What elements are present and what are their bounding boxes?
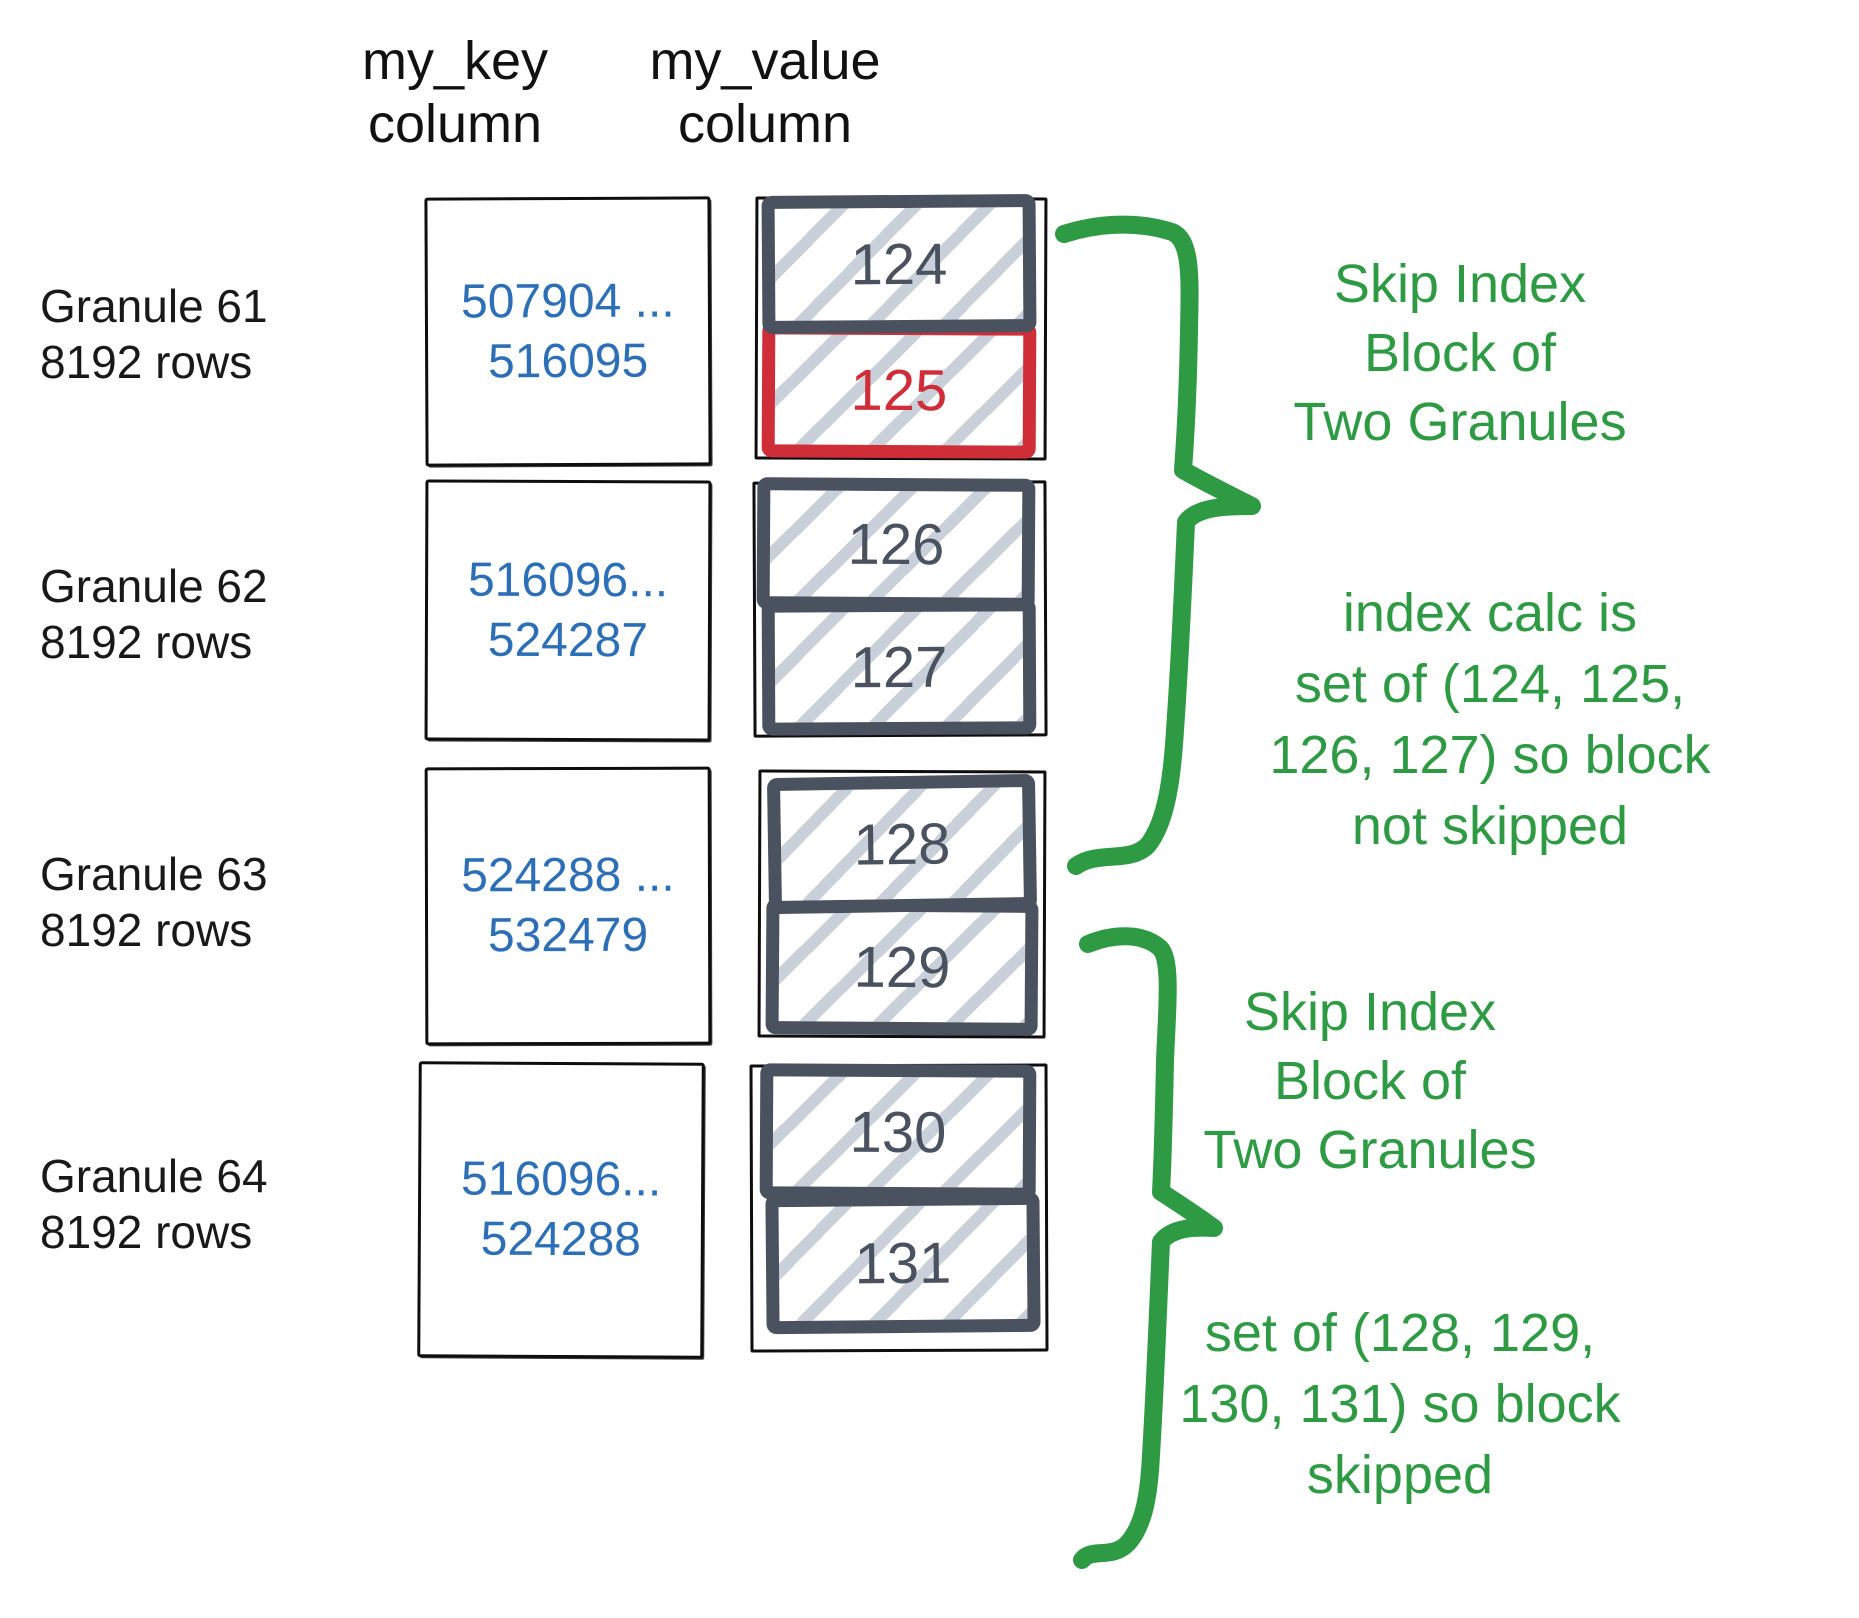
granule-64-key-range: 516096... 524288 <box>460 1152 662 1267</box>
granule-61-label: Granule 61 8192 rows <box>40 280 268 388</box>
granule-61-key-box: 507904 ... 516095 <box>424 196 712 467</box>
granule-63-label: Granule 63 8192 rows <box>40 848 268 956</box>
value-block-129: 129 <box>765 898 1039 1036</box>
value-block-127: 127 <box>761 598 1037 736</box>
value-block-129-label: 129 <box>853 934 951 1000</box>
granule-61-key-range: 507904 ... 516095 <box>460 274 675 388</box>
value-block-130-label: 130 <box>849 1099 947 1165</box>
annotation-not-skipped: index calc is set of (124, 125, 126, 127… <box>1269 583 1711 856</box>
granule-64-label: Granule 64 8192 rows <box>40 1150 268 1258</box>
granule-62-label: Granule 62 8192 rows <box>40 560 268 668</box>
value-block-125-label: 125 <box>850 357 948 423</box>
value-block-126: 126 <box>756 477 1036 611</box>
value-block-125-highlighted: 125 <box>761 321 1037 459</box>
granule-62-key-range: 516096... 524287 <box>467 553 669 667</box>
value-block-124-label: 124 <box>850 231 948 297</box>
value-block-131-label: 131 <box>854 1230 952 1296</box>
value-block-128: 128 <box>766 773 1038 915</box>
annotation-skipped: set of (128, 129, 130, 131) so block ski… <box>1179 1303 1621 1505</box>
granule-63-key-box: 524288 ... 532479 <box>424 766 712 1046</box>
value-block-130: 130 <box>759 1063 1037 1201</box>
granule-63-key-range: 524288 ... 532479 <box>461 848 675 963</box>
value-block-128-label: 128 <box>853 810 951 878</box>
value-block-126-label: 126 <box>847 511 945 577</box>
annotation-skip-index-bottom: Skip Index Block of Two Granules <box>1203 982 1537 1180</box>
value-block-127-label: 127 <box>850 634 948 700</box>
annotation-skip-index-top: Skip Index Block of Two Granules <box>1293 254 1627 452</box>
value-block-131: 131 <box>765 1191 1041 1335</box>
granule-64-key-box: 516096... 524288 <box>417 1061 705 1359</box>
granule-62-key-box: 516096... 524287 <box>424 479 712 742</box>
value-column-header: my_value column <box>649 31 881 154</box>
key-column-header: my_key column <box>361 31 549 154</box>
value-block-124: 124 <box>761 194 1037 334</box>
